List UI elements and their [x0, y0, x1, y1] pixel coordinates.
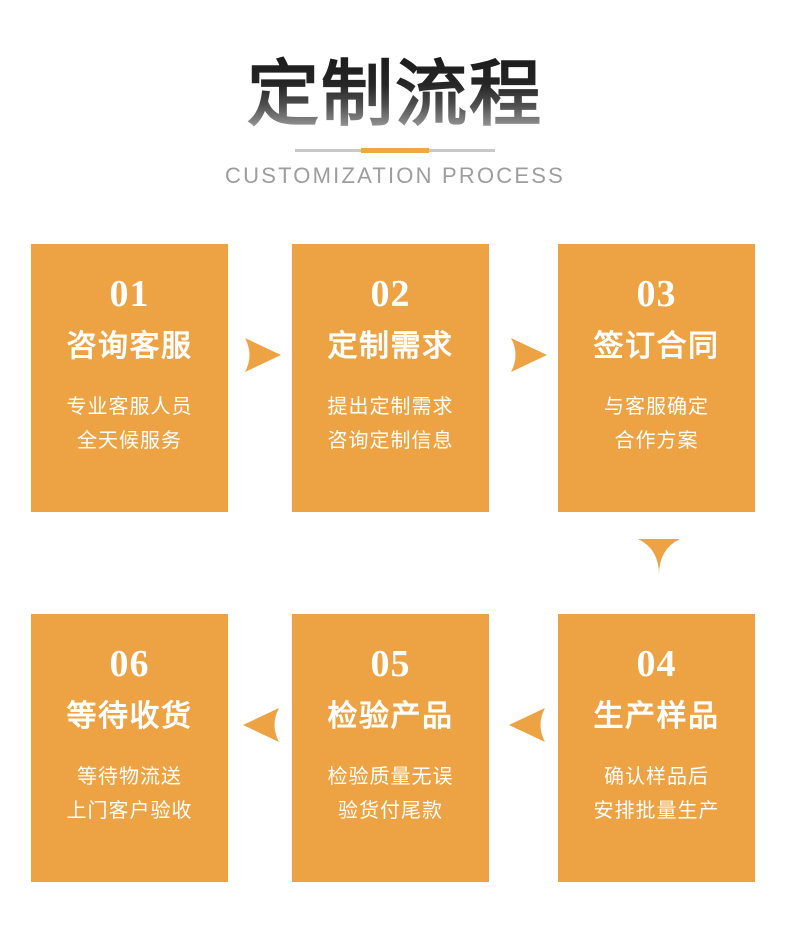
step-number: 01	[109, 273, 150, 315]
divider-accent-segment	[361, 148, 429, 153]
step-description-line-2: 上门客户验收	[66, 800, 193, 822]
step-description: 等待物流送 上门客户验收	[67, 760, 193, 828]
step-title: 等待收货	[66, 700, 193, 733]
page-subtitle: CUSTOMIZATION PROCESS	[225, 163, 565, 188]
step-number: 03	[636, 273, 677, 315]
step-card-04: 04 生产样品 确认样品后 安排批量生产	[558, 614, 755, 882]
step-number: 02	[370, 273, 411, 315]
step-description-line-2: 咨询定制信息	[327, 430, 454, 452]
page-title: 定制流程	[0, 54, 790, 136]
step-description-line-1: 专业客服人员	[66, 396, 193, 418]
step-description: 专业客服人员 全天候服务	[67, 390, 193, 458]
step-number: 05	[370, 643, 411, 685]
step-description-line-1: 提出定制需求	[327, 396, 454, 418]
arrow-right-icon	[505, 332, 551, 378]
step-description-line-2: 全天候服务	[77, 430, 182, 452]
step-card-01: 01 咨询客服 专业客服人员 全天候服务	[31, 244, 228, 512]
step-description-line-2: 验货付尾款	[338, 800, 443, 822]
title-divider	[295, 148, 495, 153]
step-description-line-1: 等待物流送	[77, 766, 182, 788]
step-title: 定制需求	[327, 330, 454, 363]
divider-right-line	[429, 149, 495, 152]
step-card-03: 03 签订合同 与客服确定 合作方案	[558, 244, 755, 512]
divider-left-line	[295, 149, 361, 152]
step-description-line-2: 合作方案	[614, 430, 699, 452]
arrow-left-icon	[505, 702, 551, 748]
step-description: 确认样品后 安排批量生产	[594, 760, 720, 828]
step-number: 04	[636, 643, 677, 685]
step-description-line-1: 与客服确定	[604, 396, 709, 418]
step-title: 生产样品	[593, 700, 720, 733]
step-title: 咨询客服	[66, 330, 193, 363]
arrow-left-icon	[239, 702, 285, 748]
arrow-down-icon	[633, 533, 685, 579]
header: 定制流程 CUSTOMIZATION PROCESS	[0, 0, 790, 230]
step-card-06: 06 等待收货 等待物流送 上门客户验收	[31, 614, 228, 882]
step-description-line-1: 检验质量无误	[327, 766, 454, 788]
step-description-line-1: 确认样品后	[604, 766, 709, 788]
step-title: 签订合同	[593, 330, 720, 363]
step-description: 检验质量无误 验货付尾款	[328, 760, 454, 828]
step-card-05: 05 检验产品 检验质量无误 验货付尾款	[292, 614, 489, 882]
step-number: 06	[109, 643, 150, 685]
step-card-02: 02 定制需求 提出定制需求 咨询定制信息	[292, 244, 489, 512]
step-description: 提出定制需求 咨询定制信息	[328, 390, 454, 458]
step-description-line-2: 安排批量生产	[593, 800, 720, 822]
arrow-right-icon	[239, 332, 285, 378]
step-title: 检验产品	[327, 700, 454, 733]
step-description: 与客服确定 合作方案	[604, 390, 709, 458]
